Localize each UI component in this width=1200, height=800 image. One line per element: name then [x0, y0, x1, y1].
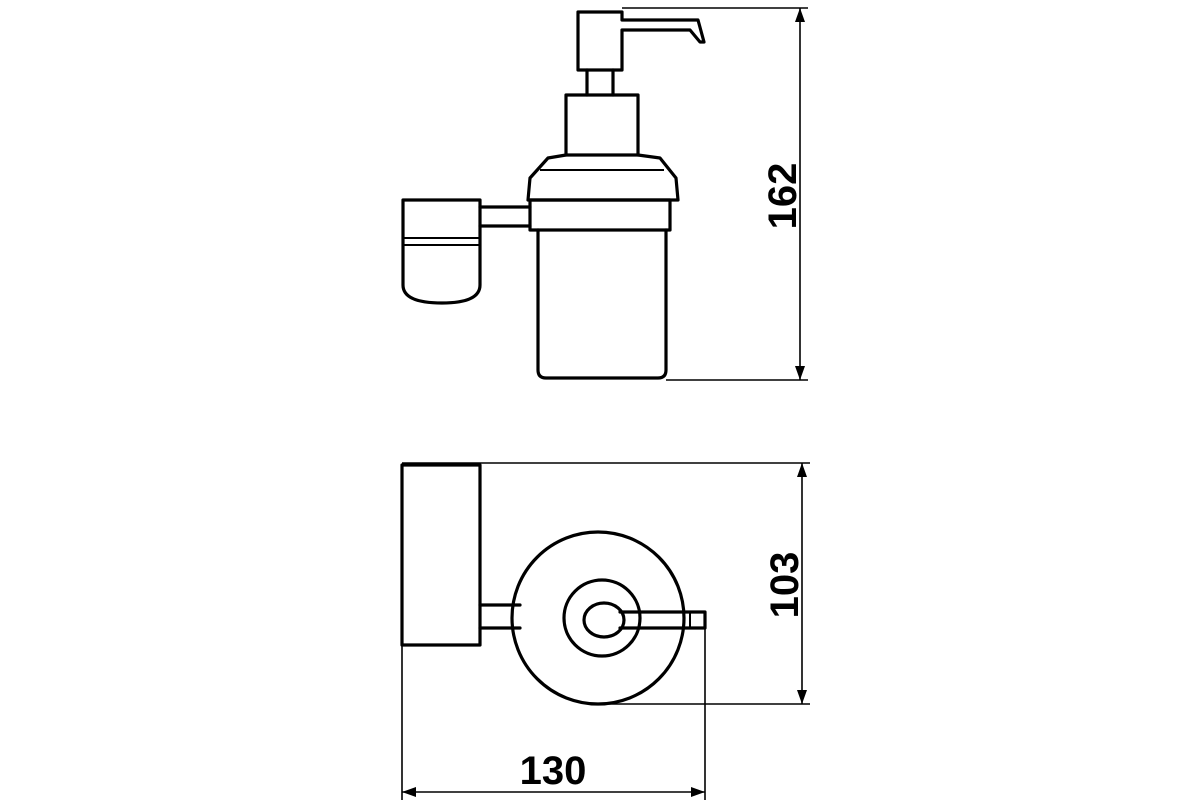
holder-ring: [528, 198, 672, 232]
arrow-top: [795, 8, 805, 22]
pump-head: [582, 601, 626, 639]
bottle-outline: [510, 530, 686, 706]
arrow-right: [691, 787, 705, 797]
arrow-top: [797, 463, 807, 477]
glass-body: [536, 228, 668, 380]
depth-dimension: 103: [402, 462, 810, 705]
depth-label: 103: [763, 552, 807, 619]
spout-top: [618, 610, 707, 630]
arrow-left: [402, 787, 416, 797]
width-label: 130: [520, 749, 587, 793]
bottle-shoulder: [526, 153, 680, 202]
arrow-bottom: [797, 690, 807, 704]
width-dimension: 130: [401, 628, 706, 800]
height-dimension: 162: [622, 7, 808, 381]
wall-mount: [401, 198, 482, 305]
pump-spout: [576, 10, 706, 72]
support-arm: [478, 205, 532, 228]
pump-ring: [562, 578, 642, 658]
top-view: [400, 463, 707, 706]
arrow-bottom: [795, 366, 805, 380]
wall-plate: [400, 463, 482, 647]
side-view: [401, 10, 706, 380]
wall-mount-seam: [403, 237, 480, 246]
height-label: 162: [761, 163, 805, 230]
pump-stem: [585, 68, 615, 97]
pump-collar: [564, 93, 640, 157]
